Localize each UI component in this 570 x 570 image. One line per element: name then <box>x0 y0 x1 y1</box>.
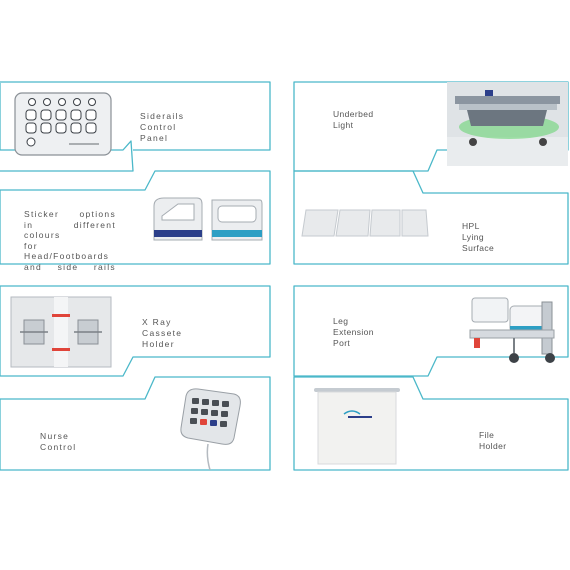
xray-cassete-holder-label: X Ray Cassete Holder <box>142 317 183 349</box>
lying-surface-icon <box>301 209 429 237</box>
file-holder-icon <box>314 388 400 465</box>
underbed-light-label: Underbed Light <box>333 109 374 130</box>
hpl-lying-surface-label: HPL Lying Surface <box>462 221 495 253</box>
xray-holder-icon <box>10 296 112 368</box>
handset-icon <box>180 388 241 470</box>
leg-extension-port-label: Leg Extension Port <box>333 316 374 348</box>
sticker-options-label: Sticker options in different colours for… <box>24 209 116 272</box>
control-panel-icon <box>14 92 112 156</box>
side-rail-panel-icon <box>153 197 263 241</box>
bed-light-icon <box>447 82 568 166</box>
file-holder-label: File Holder <box>479 430 507 451</box>
bed-extension-icon <box>469 297 555 363</box>
nurse-control-label: Nurse Control <box>40 431 77 452</box>
siderails-control-panel-label: Siderails Control Panel <box>140 111 185 143</box>
